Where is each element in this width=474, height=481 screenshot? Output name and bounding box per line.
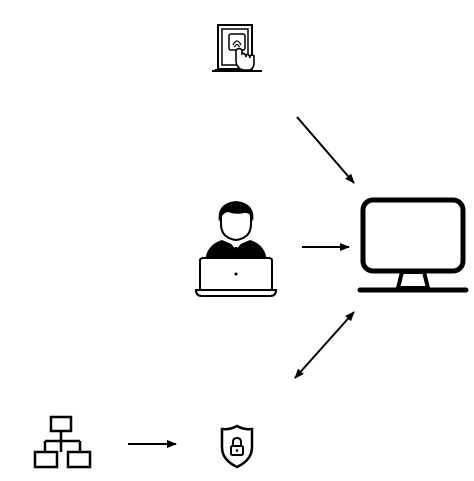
edge-shield-monitor-bidirectional [294, 311, 355, 379]
monitor-icon [357, 197, 469, 293]
network-topology-icon [33, 415, 92, 469]
edge-door-to-monitor [296, 116, 355, 184]
user-laptop-icon [194, 201, 278, 297]
shield-lock-icon [220, 424, 254, 469]
door-fingerprint-icon [212, 24, 262, 72]
